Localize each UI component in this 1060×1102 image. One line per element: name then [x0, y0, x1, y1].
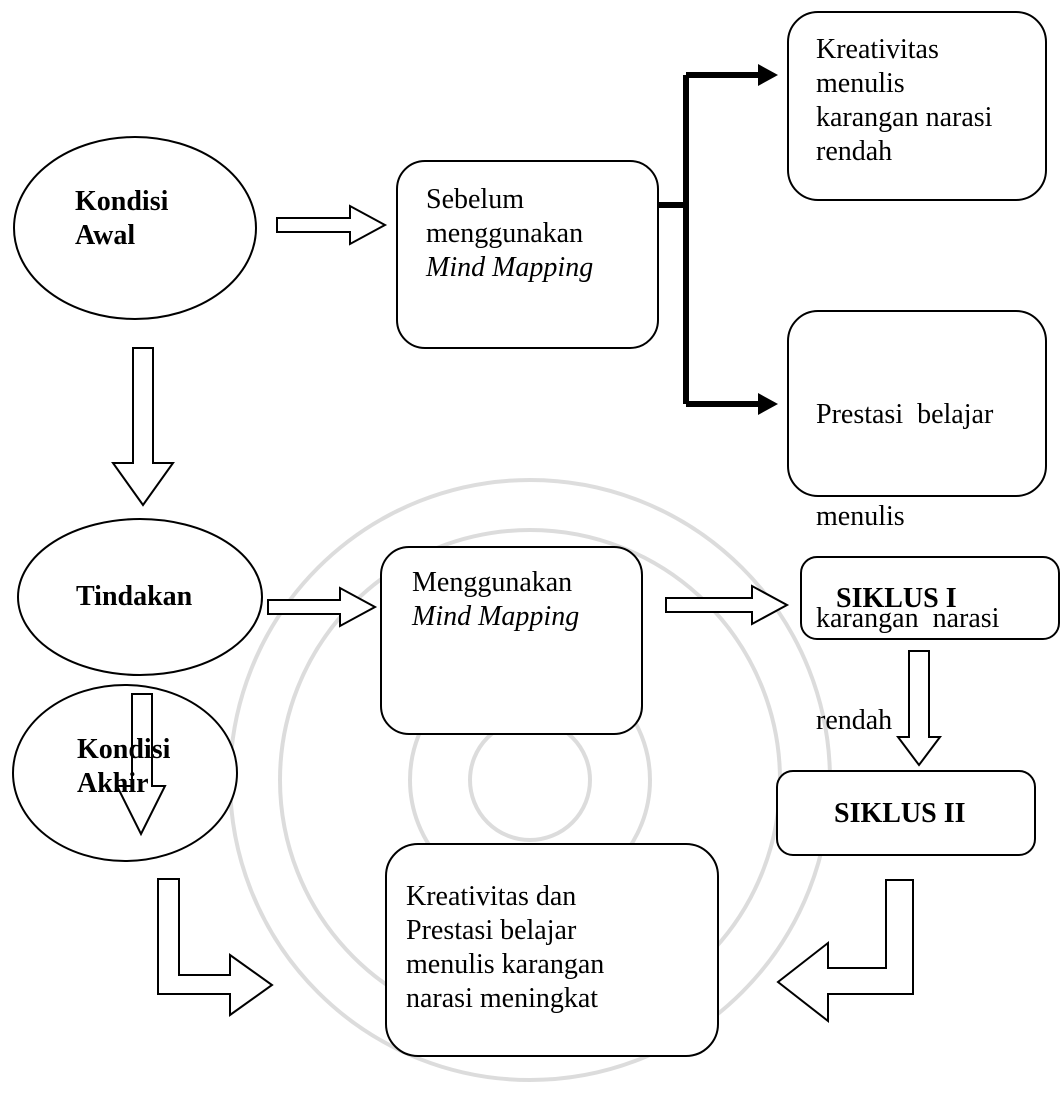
- kondisi-awal-label: Kondisi Awal: [75, 185, 215, 253]
- prestasi-rendah-line3: karangan narasi: [816, 603, 1000, 634]
- kondisi-akhir-label: Kondisi Akhir: [77, 733, 217, 801]
- hasil-box: [385, 843, 719, 1057]
- menggunakan-line2: Mind Mapping: [412, 601, 580, 632]
- prestasi-rendah-line2: menulis: [816, 501, 905, 532]
- kondisi-akhir-line1: Kondisi: [77, 734, 171, 765]
- arrow-bent-akhir: [157, 878, 274, 1017]
- arrow-right-awal: [276, 204, 388, 246]
- kreativitas-rendah-line2: menulis: [816, 68, 905, 99]
- kreativitas-rendah-label: Kreativitas menulis karangan narasi rend…: [816, 33, 1036, 169]
- siklus2-box: [776, 770, 1036, 856]
- tindakan-text: Tindakan: [76, 581, 193, 612]
- hasil-line3: menulis karangan: [406, 949, 605, 980]
- kondisi-awal-line2: Awal: [75, 220, 136, 251]
- siklus2-label: SIKLUS II: [834, 797, 1014, 831]
- prestasi-rendah-line4: rendah: [816, 705, 893, 736]
- siklus2-text: SIKLUS II: [834, 798, 966, 829]
- menggunakan-line1: Menggunakan: [412, 567, 573, 598]
- kreativitas-rendah-line3: karangan narasi: [816, 102, 993, 133]
- hasil-line1: Kreativitas dan: [406, 881, 577, 912]
- arrowhead-bottom: [758, 393, 778, 415]
- kreativitas-rendah-line4: rendah: [816, 136, 893, 167]
- sebelum-line1: Sebelum: [426, 184, 524, 215]
- arrow-bent-siklus2: [776, 879, 914, 1024]
- arrow-right-siklus: [665, 584, 790, 626]
- sebelum-label: Sebelum menggunakan Mind Mapping: [426, 183, 646, 285]
- menggunakan-box: [380, 546, 643, 735]
- kondisi-akhir-ellipse: [12, 684, 238, 862]
- hasil-line4: narasi meningkat: [406, 983, 599, 1014]
- arrow-down-siklus: [896, 650, 942, 767]
- tindakan-label: Tindakan: [76, 580, 216, 614]
- hasil-line2: Prestasi belajar: [406, 915, 577, 946]
- arrow-down-awal: [111, 347, 175, 507]
- arrowhead-top: [758, 64, 778, 86]
- hasil-label: Kreativitas dan Prestasi belajar menulis…: [406, 880, 706, 1016]
- kreativitas-rendah-line1: Kreativitas: [816, 34, 939, 65]
- kondisi-awal-ellipse: [13, 136, 257, 320]
- bracket-arrows: [658, 72, 762, 407]
- siklus1-box: [800, 556, 1060, 640]
- sebelum-line2: menggunakan: [426, 218, 584, 249]
- arrow-down-tindakan: [115, 693, 167, 837]
- siklus1-label: SIKLUS I: [836, 582, 1036, 616]
- sebelum-box: [396, 160, 659, 349]
- prestasi-rendah-box: [787, 310, 1047, 497]
- tindakan-ellipse: [17, 518, 263, 676]
- arrow-right-tindakan: [267, 586, 378, 628]
- prestasi-rendah-label: Prestasi belajar menulis karangan narasi…: [816, 330, 1026, 772]
- kreativitas-rendah-box: [787, 11, 1047, 201]
- kondisi-akhir-line2: Akhir: [77, 768, 149, 799]
- siklus1-text: SIKLUS I: [836, 583, 957, 614]
- kondisi-awal-line1: Kondisi: [75, 186, 169, 217]
- menggunakan-label: Menggunakan Mind Mapping: [412, 566, 632, 634]
- sebelum-line3: Mind Mapping: [426, 252, 594, 283]
- prestasi-rendah-line1: Prestasi belajar: [816, 399, 994, 430]
